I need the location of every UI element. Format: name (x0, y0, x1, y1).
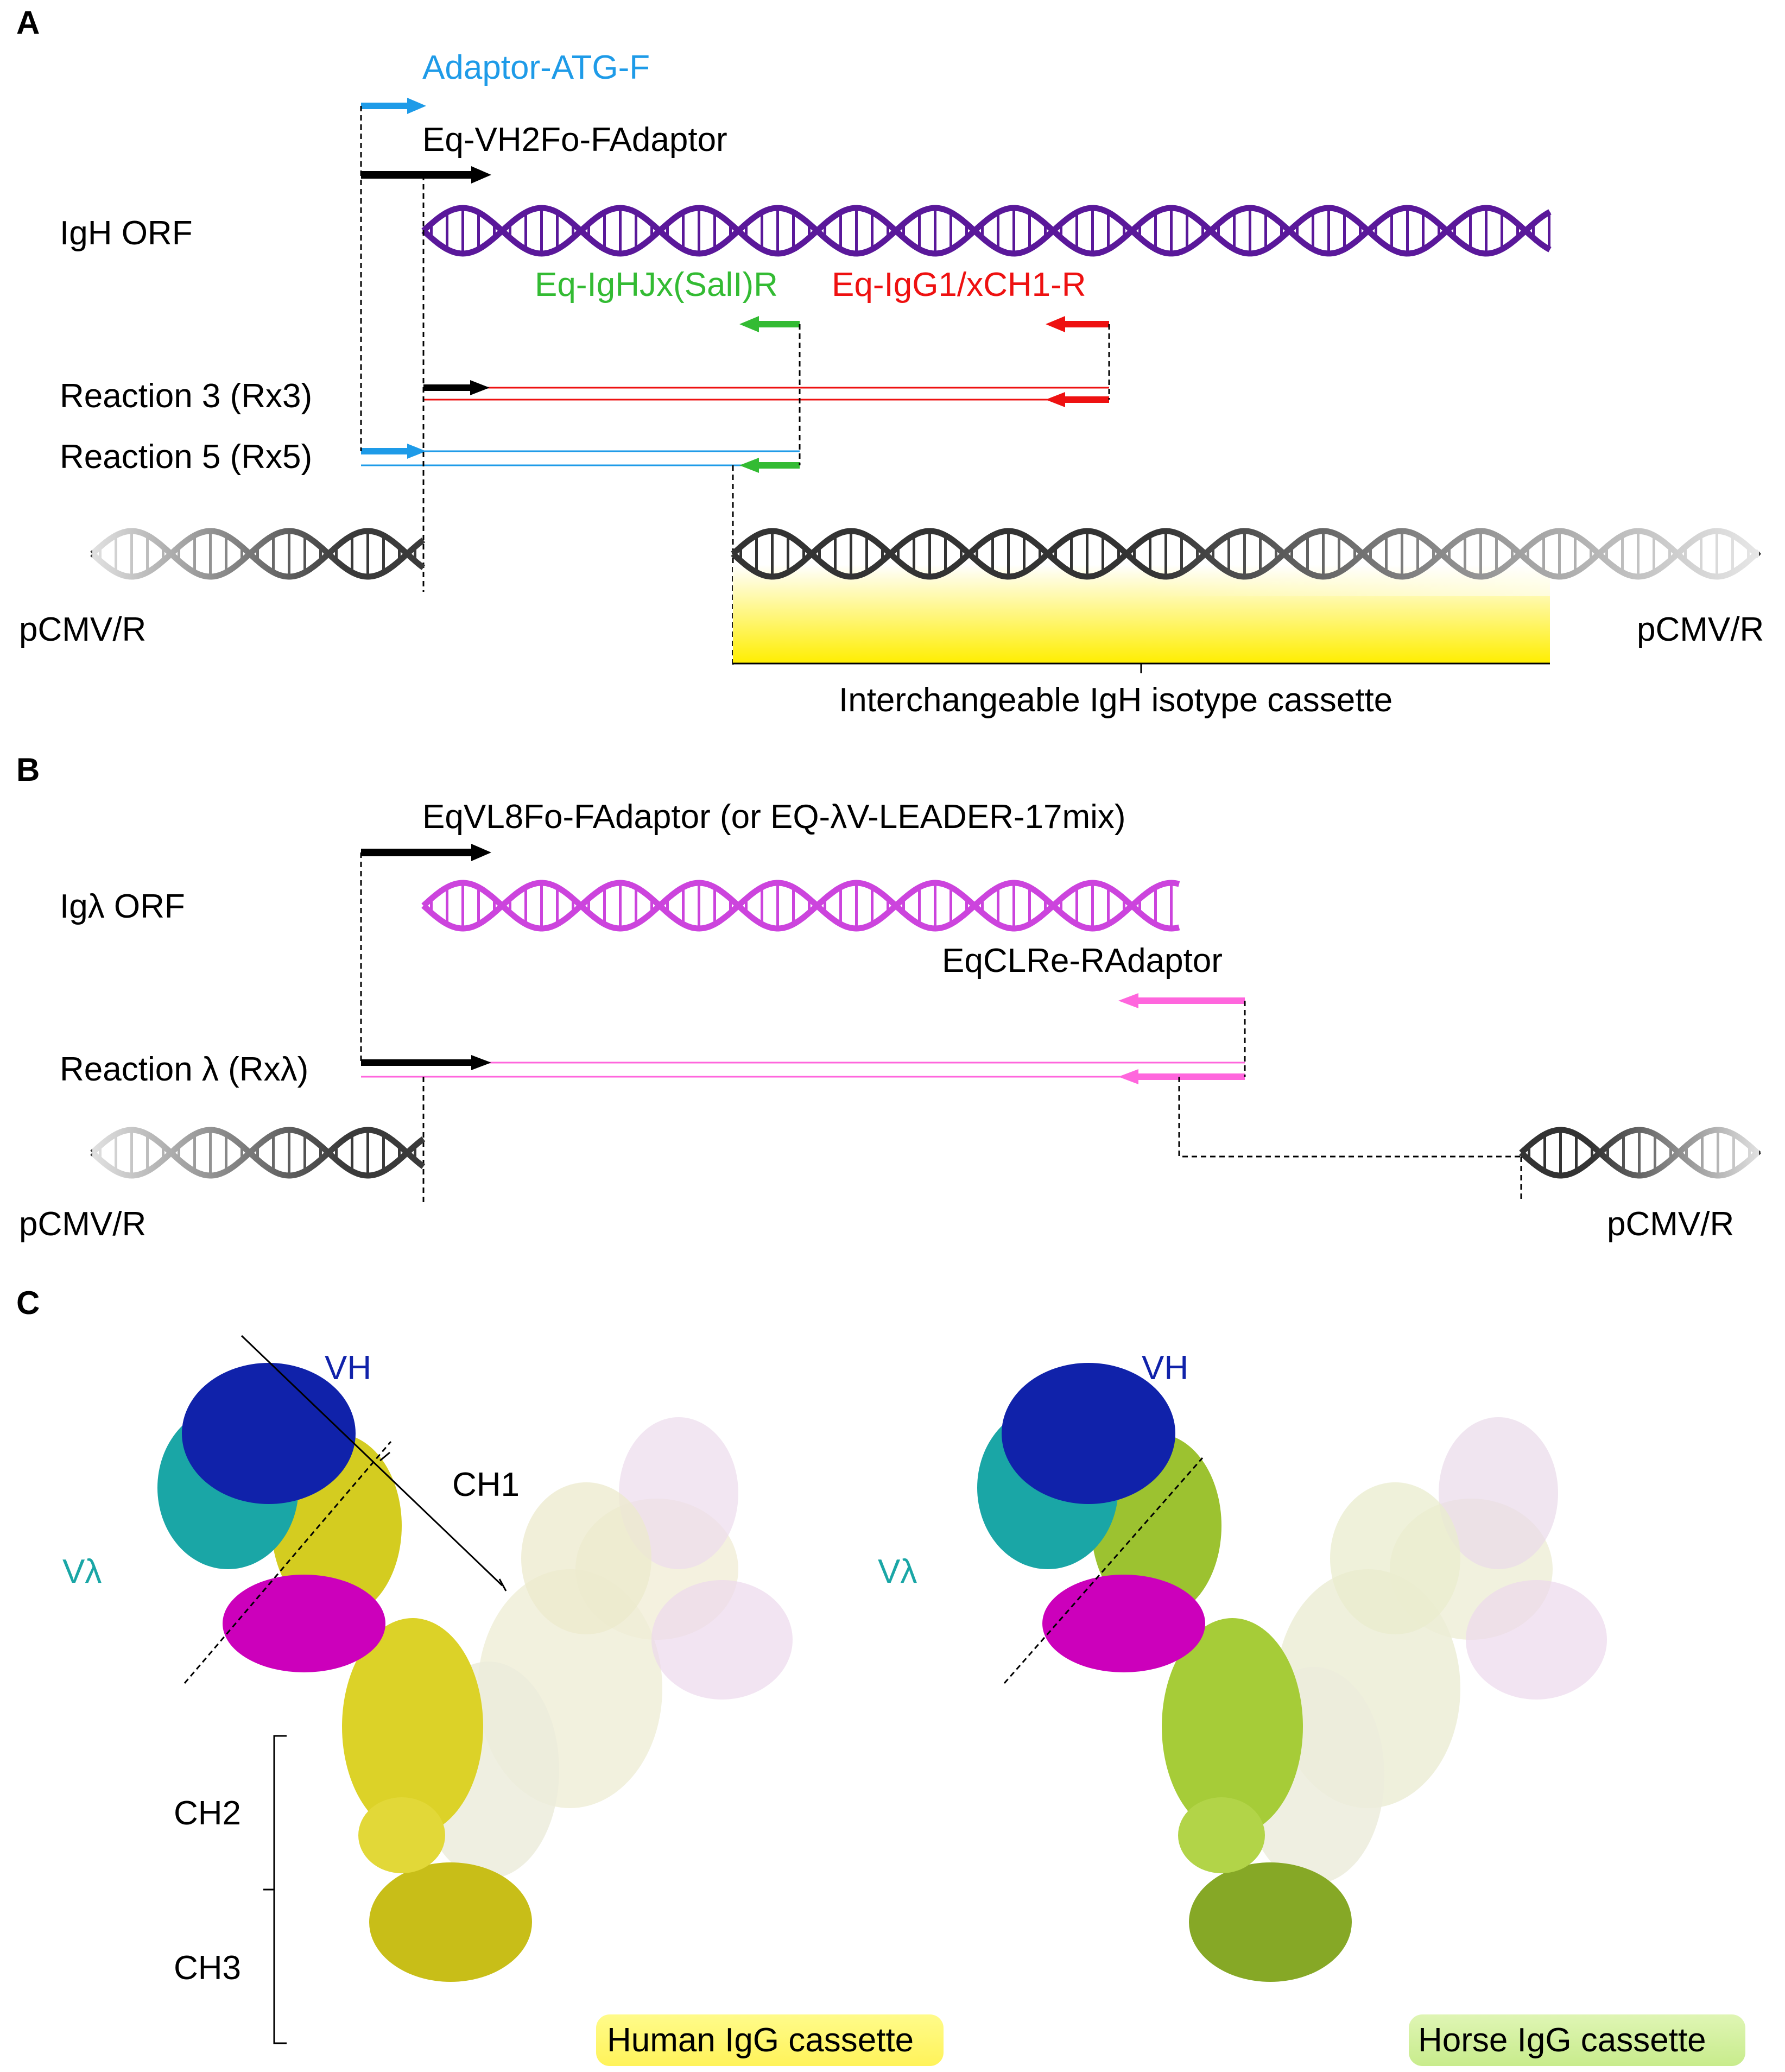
primer-igg1-label: Eq-IgG1/xCH1-R (832, 266, 1086, 304)
clre-arrow (1118, 993, 1245, 1008)
horse-cassette-label: Horse IgG cassette (1418, 2022, 1706, 2059)
panel-b-guides (360, 852, 1522, 1203)
vector-left-label-a: pCMV/R (19, 611, 146, 648)
primer-vh2fo-label: Eq-VH2Fo-FAdaptor (422, 121, 727, 159)
vh-label-right: VH (1142, 1349, 1188, 1387)
ch2-label: CH2 (174, 1795, 241, 1832)
igl-orf-label: Igλ ORF (60, 888, 185, 925)
primer-adaptor-atg-label: Adaptor-ATG-F (422, 49, 650, 86)
reaction-lambda-label: Reaction λ (Rxλ) (60, 1051, 308, 1088)
panel-b-letter: B (16, 751, 40, 788)
primer-ighjx-label: Eq-IgHJx(SalI)R (535, 266, 778, 304)
vector-fade-a-right (1080, 515, 1759, 596)
igh-orf-label: IgH ORF (60, 214, 193, 252)
vector-left-label-b: pCMV/R (19, 1205, 146, 1243)
human-cassette-label: Human IgG cassette (607, 2022, 914, 2059)
igg1-arrow (1046, 316, 1109, 332)
primer-clre-label: EqCLRe-RAdaptor (942, 942, 1223, 980)
reaction-lambda-product (361, 1055, 1245, 1084)
vl8fo-arrow (361, 844, 491, 861)
ch3-label: CH3 (174, 1949, 241, 1987)
vector-right-label-a: pCMV/R (1637, 611, 1764, 648)
reaction5-label: Reaction 5 (Rx5) (60, 438, 312, 476)
horse-domain-guide (1003, 1457, 1204, 1684)
reaction5-product (361, 444, 800, 473)
igl-orf-helix (421, 880, 1180, 932)
vector-fade-b-right (1520, 1117, 1759, 1193)
human-cassette-glow (596, 2014, 944, 2066)
vh2fo-arrow (361, 166, 491, 184)
ch1-label: CH1 (452, 1466, 520, 1504)
primer-vl8fo-label: EqVL8Fo-FAdaptor (or EQ-λV-LEADER-17mix) (422, 798, 1126, 836)
vector-right-label-b: pCMV/R (1607, 1205, 1734, 1243)
horse-igg-structure (977, 1363, 1607, 1982)
panel-a-letter: A (16, 4, 40, 41)
reaction3-label: Reaction 3 (Rx3) (60, 377, 312, 415)
ighjx-arrow (739, 316, 800, 332)
human-igg-structure (157, 1363, 793, 1982)
cassette-label: Interchangeable IgH isotype cassette (839, 681, 1392, 719)
vh-label-left: VH (325, 1349, 371, 1387)
vl-label-left: Vλ (62, 1553, 102, 1590)
vector-fade-b-left (92, 1117, 429, 1193)
horse-cassette-glow (1409, 2014, 1745, 2066)
reaction3-product (423, 380, 1109, 407)
panel-c-letter: C (16, 1285, 40, 1321)
vl-label-right: Vλ (878, 1553, 917, 1590)
human-domain-guides (183, 1335, 507, 2044)
igh-orf-helix (421, 205, 1552, 257)
vector-fade-a-left (92, 515, 429, 596)
adaptor-atg-arrow (361, 98, 426, 114)
